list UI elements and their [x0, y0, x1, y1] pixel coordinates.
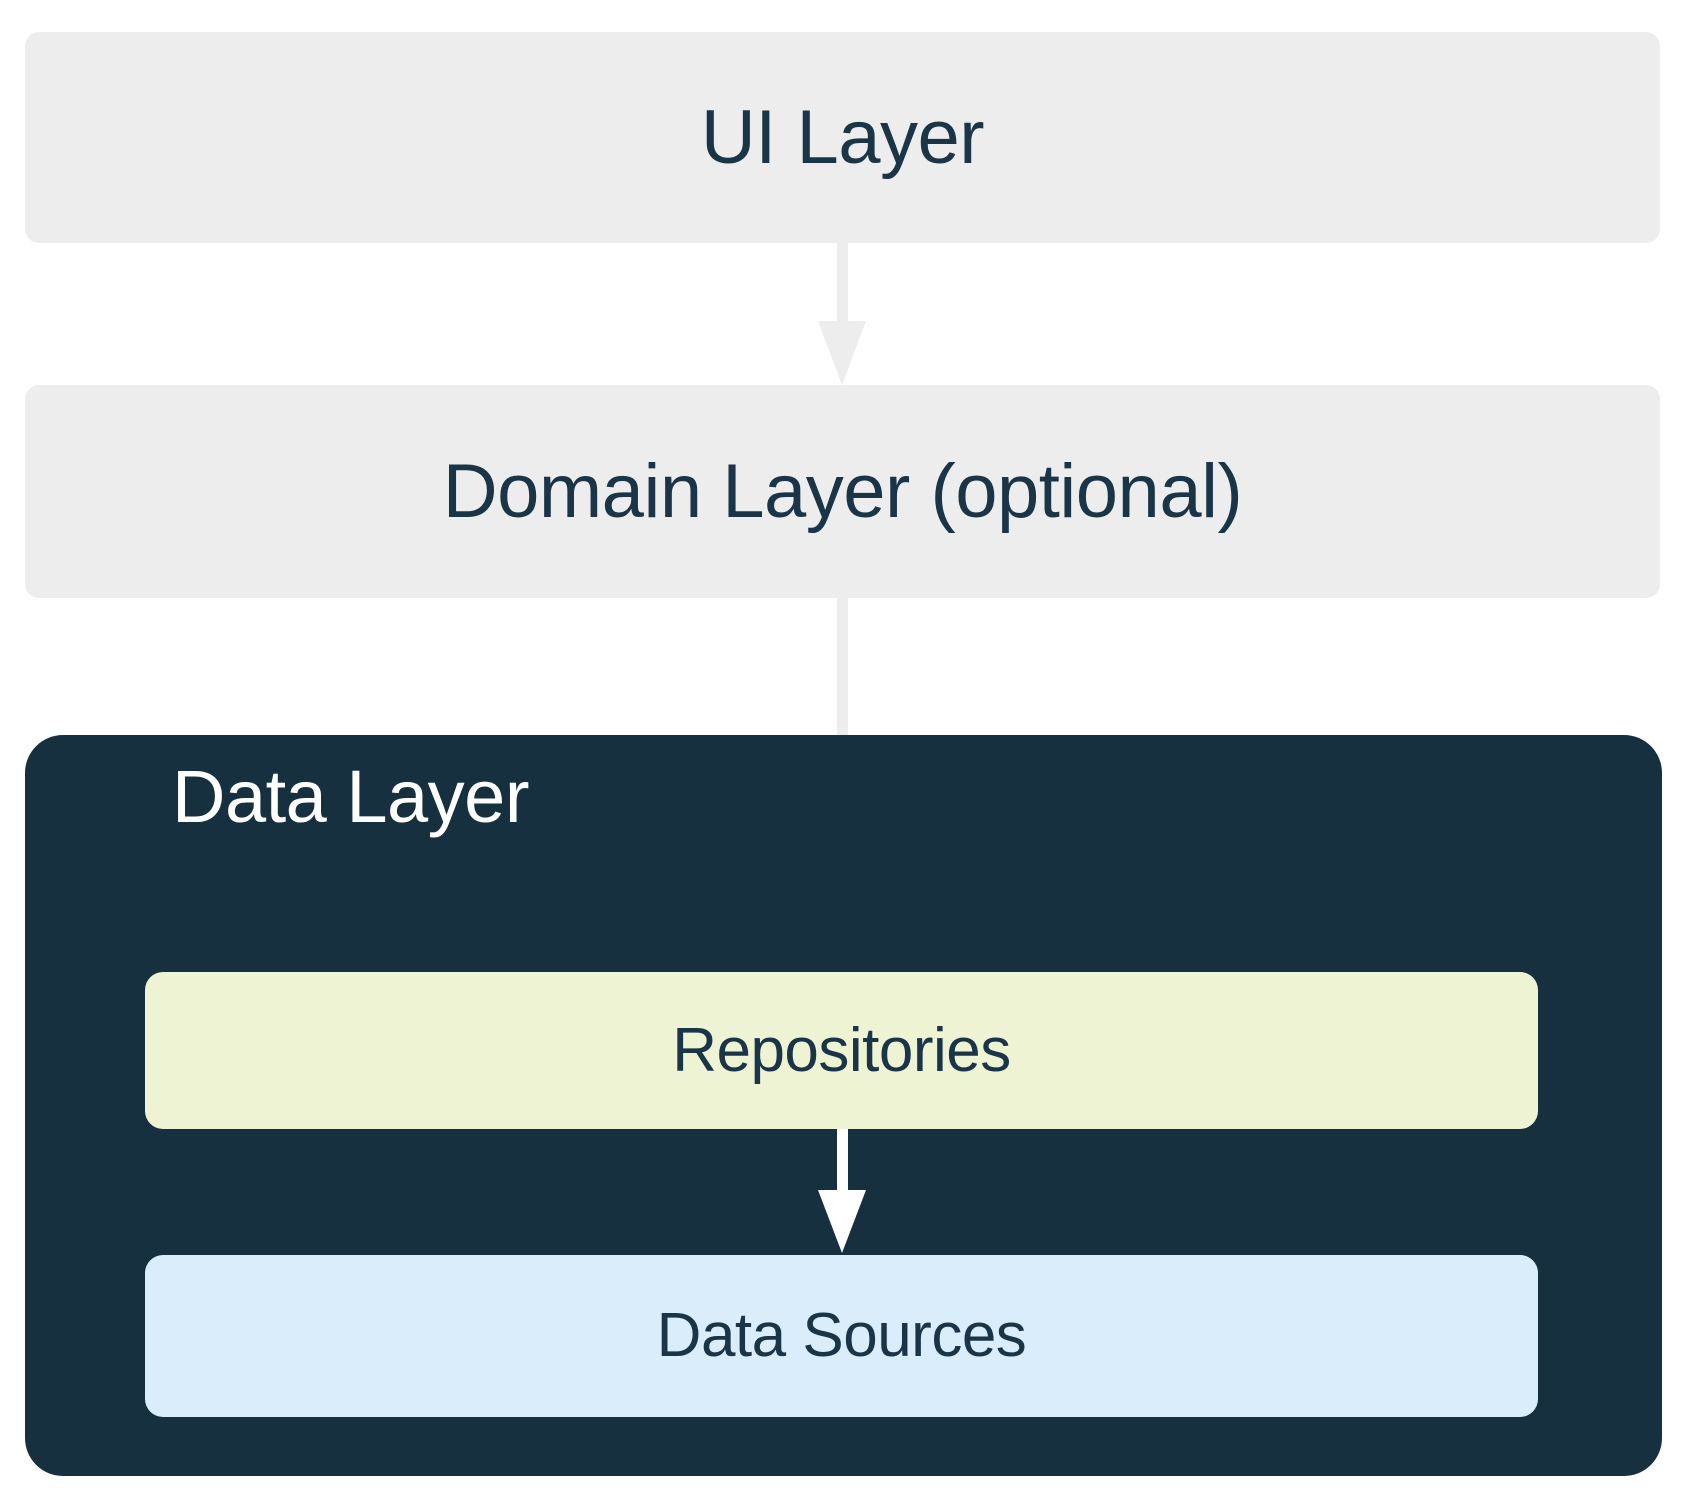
- data-sources-box[interactable]: Data Sources: [145, 1255, 1538, 1417]
- domain-layer-label: Domain Layer (optional): [442, 448, 1243, 534]
- domain-layer-box[interactable]: Domain Layer (optional): [25, 385, 1660, 598]
- repositories-label: Repositories: [672, 1015, 1011, 1085]
- data-sources-label: Data Sources: [656, 1301, 1027, 1370]
- ui-layer-box[interactable]: UI Layer: [25, 32, 1660, 243]
- repositories-box[interactable]: Repositories: [145, 972, 1538, 1129]
- ui-layer-label: UI Layer: [700, 94, 985, 180]
- data-layer-title: Data Layer: [172, 755, 529, 838]
- arrow-ui-to-domain-icon: [818, 243, 866, 385]
